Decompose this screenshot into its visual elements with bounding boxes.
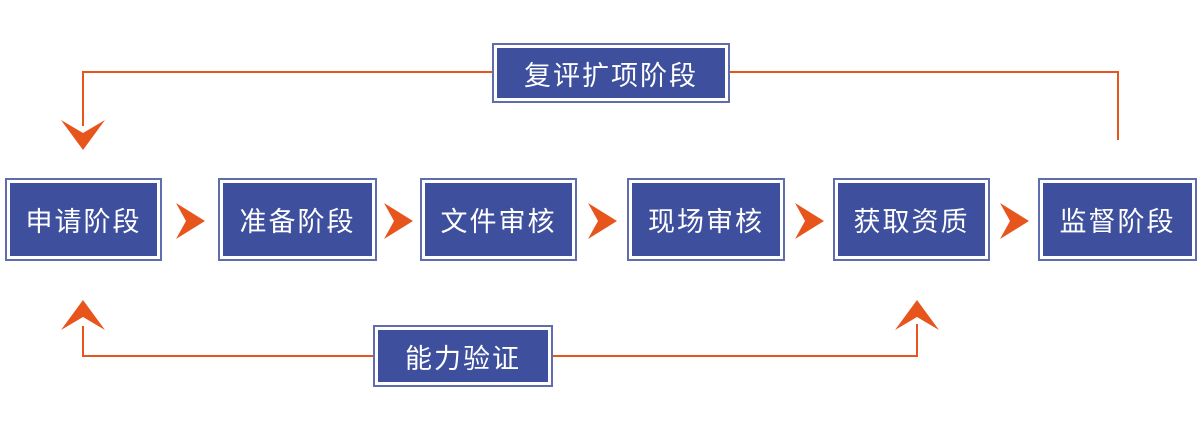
arrow-up-icon [895,300,939,330]
stage-box-preparation: 准备阶段 [218,178,377,261]
stage-box-onsite-review: 现场审核 [627,178,785,261]
arrow-down-icon [61,120,105,150]
chevron-right-icon [588,203,617,239]
chevron-right-icon [1000,203,1029,239]
chevron-right-icon [384,203,413,239]
label-box-proficiency-testing: 能力验证 [373,325,553,387]
stage-label: 申请阶段 [10,183,157,256]
label-box-reassessment-expansion: 复评扩项阶段 [492,43,730,103]
loop-label: 复评扩项阶段 [497,48,725,98]
stage-box-obtain-qualification: 获取资质 [833,178,990,261]
stage-label: 获取资质 [838,183,985,256]
chevron-right-icon [176,203,205,239]
arrow-up-icon [61,300,105,330]
stage-label: 准备阶段 [223,183,372,256]
loop-label: 能力验证 [378,330,548,382]
stage-box-application: 申请阶段 [5,178,162,261]
chevron-right-icon [795,203,824,239]
stage-label: 监督阶段 [1043,183,1192,256]
stage-label: 现场审核 [632,183,780,256]
stage-box-document-review: 文件审核 [420,178,577,261]
stage-box-supervision: 监督阶段 [1038,178,1197,261]
stage-label: 文件审核 [425,183,572,256]
